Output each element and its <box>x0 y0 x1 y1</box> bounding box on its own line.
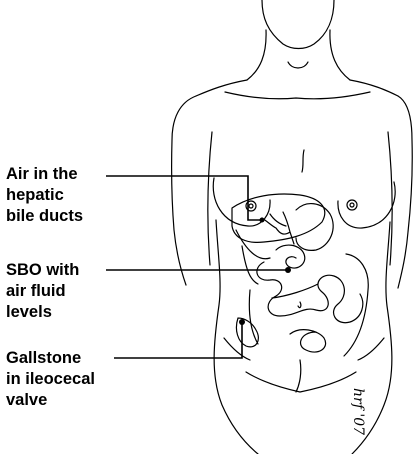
small-bowel-loops <box>257 245 363 352</box>
sternum <box>302 150 304 172</box>
neck-detail <box>288 62 308 68</box>
navel <box>298 302 301 308</box>
clavicle-right <box>350 80 398 96</box>
torso-left <box>214 220 258 454</box>
label-air-in-bile-ducts: Air in the hepatic bile ducts <box>6 164 83 227</box>
leader-air <box>106 176 262 220</box>
rectum-line <box>296 360 301 392</box>
artist-signature: hrf '07 <box>348 388 366 450</box>
label-line: SBO with <box>6 260 79 281</box>
label-line: air fluid <box>6 281 79 302</box>
marker-sbo <box>285 267 291 273</box>
liver <box>232 194 325 242</box>
chin-outline <box>262 0 334 49</box>
marker-bile-ducts <box>260 218 265 223</box>
stomach <box>296 204 333 251</box>
right-shoulder <box>398 96 412 288</box>
left-arm-inner <box>208 132 212 265</box>
label-gallstone: Gallstone in ileocecal valve <box>6 348 95 411</box>
label-line: levels <box>6 302 79 323</box>
left-shoulder <box>172 96 196 285</box>
right-nipple <box>347 200 357 210</box>
label-line: bile ducts <box>6 206 83 227</box>
marker-gallstone <box>239 319 245 325</box>
collar-line <box>225 92 370 99</box>
label-line: valve <box>6 390 95 411</box>
label-line: in ileocecal <box>6 369 95 390</box>
bile-ducts <box>262 212 294 244</box>
liver-lobe <box>236 230 270 259</box>
label-line: Gallstone <box>6 348 95 369</box>
label-line: hepatic <box>6 185 83 206</box>
leader-gall <box>114 322 242 358</box>
clavicle-left <box>196 80 247 96</box>
neck-left <box>247 30 266 80</box>
label-sbo: SBO with air fluid levels <box>6 260 79 323</box>
label-line: Air in the <box>6 164 83 185</box>
neck-right <box>330 30 350 80</box>
